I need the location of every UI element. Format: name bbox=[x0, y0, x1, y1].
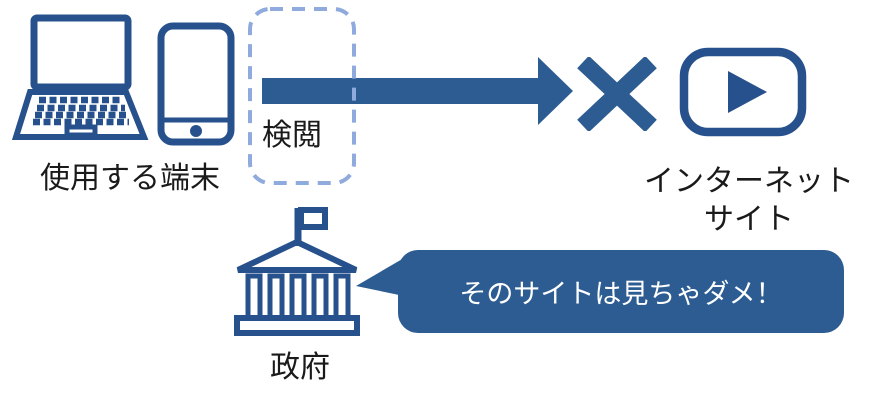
devices-label: 使用する端末 bbox=[40, 161, 220, 196]
speech-bubble-tail bbox=[356, 258, 404, 296]
request-arrow-icon bbox=[262, 57, 573, 125]
video-play-icon bbox=[679, 47, 807, 137]
internet-site-label-line2: サイト bbox=[704, 202, 794, 237]
government-building-icon bbox=[234, 207, 360, 336]
speech-bubble: そのサイトは見ちゃダメ！ bbox=[398, 250, 844, 333]
internet-site-label-line1: インターネット bbox=[644, 164, 854, 199]
laptop-icon bbox=[12, 14, 149, 140]
blocked-x-icon bbox=[577, 57, 657, 131]
censorship-label: 検閲 bbox=[262, 118, 322, 153]
speech-bubble-text: そのサイトは見ちゃダメ！ bbox=[459, 279, 783, 310]
internet-site-label: インターネット サイト bbox=[623, 163, 875, 239]
government-label: 政府 bbox=[270, 350, 330, 385]
smartphone-icon bbox=[157, 22, 235, 146]
censorship-dashed-box bbox=[248, 7, 356, 185]
